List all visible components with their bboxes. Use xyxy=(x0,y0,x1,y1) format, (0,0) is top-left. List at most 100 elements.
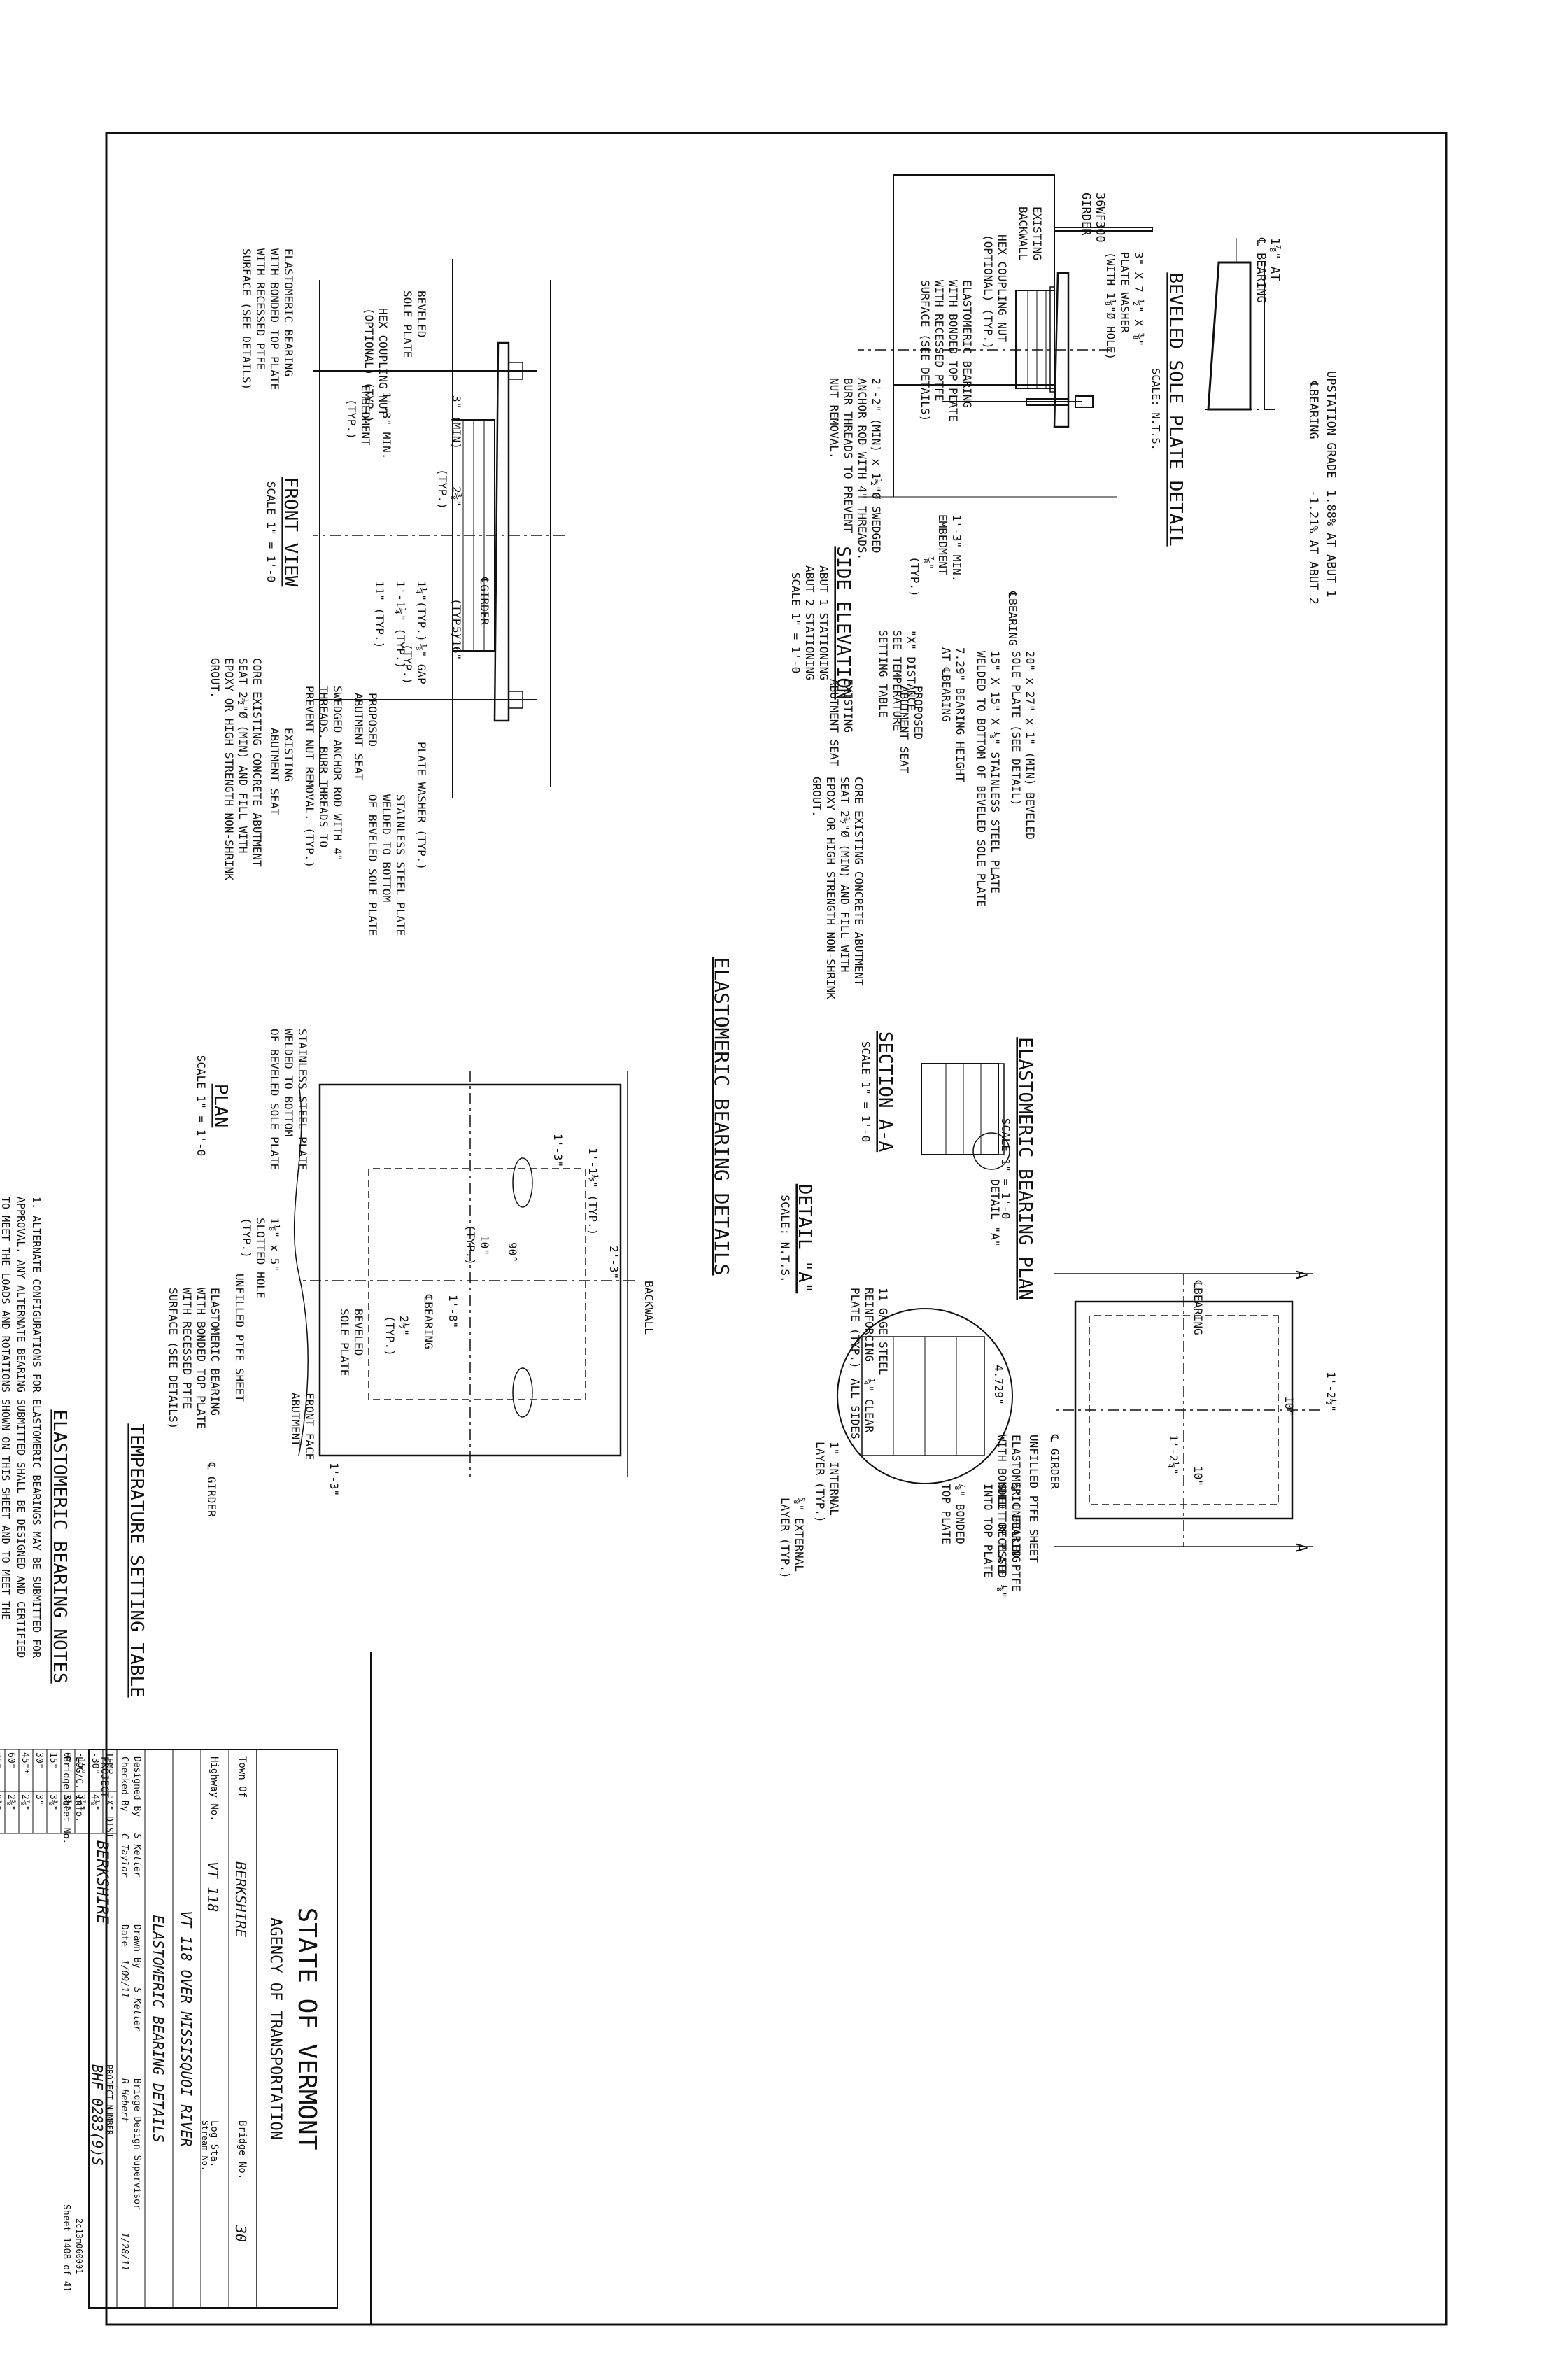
front-el-1: ELASTOMERIC BEARING xyxy=(282,248,295,376)
bearing-notes: ELASTOMERIC BEARING NOTES 1. ALTERNATE C… xyxy=(0,1197,70,1684)
section-cut-a-2: A xyxy=(1292,1543,1309,1552)
plan-title: PLAN xyxy=(210,1084,231,1128)
temp-table-cell: 75° xyxy=(0,1752,2,1768)
section-gage-3: PLATE (TYP.) xyxy=(849,1288,862,1369)
front-prop-1: PROPOSED xyxy=(366,693,379,747)
side-height-2: AT ℄BEARING xyxy=(940,647,953,722)
title-sheet-title: ELASTOMERIC BEARING DETAILS xyxy=(150,1915,167,2142)
front-min: 1'-3" MIN. xyxy=(380,392,393,459)
side-rod-4: NUT REMOVAL. xyxy=(828,378,841,459)
front-view: BEVELED SOLE PLATE HEX COUPLING NUT (OPT… xyxy=(208,248,565,936)
plan-ss-3: OF BEVELED SOLE PLATE xyxy=(268,1029,281,1170)
side-sole-2: SOLE PLATE (SEE DETAIL) xyxy=(1010,651,1023,806)
side-rod-3: BURR THREADS TO PREVENT xyxy=(842,378,855,533)
title-bridge-no-label: Bridge No. xyxy=(236,2120,248,2179)
front-5-16: 5/16" xyxy=(450,626,463,660)
temp-table-cell: 60° xyxy=(6,1752,16,1768)
title-town-label: Town Of xyxy=(236,1756,248,1798)
side-ss-1: 15" X 15" X ⅛" STAINLESS STEEL PLATE xyxy=(989,651,1002,894)
title-super-label: Bridge Design Supervisor xyxy=(132,2078,142,2210)
temp-table-cell: 3⅞" xyxy=(76,1794,86,1810)
front-1-1-4: 1¼"(TYP.) xyxy=(415,581,428,642)
plan-cl-girder: ℄ GIRDER xyxy=(205,1462,218,1517)
front-core-2: SEAT 2½"Ø (MIN) AND FILL WITH xyxy=(236,658,250,853)
front-sole-plate: SOLE PLATE xyxy=(401,290,414,358)
front-ss-3: OF BEVELED SOLE PLATE xyxy=(366,794,379,936)
note-line: APPROVAL. ANY ALTERNATE BEARING SUBMITTE… xyxy=(15,1197,27,1658)
plan-angle: 90° xyxy=(506,1242,519,1262)
side-min: 1'-3" MIN. xyxy=(950,514,963,582)
bearing-cl-label: ℄BEARING xyxy=(1306,381,1320,439)
temp-table-header: "X" DIST xyxy=(104,1794,114,1838)
front-1-1-1-4: 1'-1¼" (TYP.) xyxy=(394,581,407,668)
section-a-a: DETAIL "A" SECTION A-A SCALE 1" = 1'-0 1… xyxy=(849,1031,1010,1375)
beveled-detail-title: BEVELED SOLE PLATE DETAIL xyxy=(1165,272,1186,546)
section-a-a-title: SECTION A-A xyxy=(875,1031,896,1153)
title-logic-label: LOG/C. Info. xyxy=(73,1756,84,1822)
title-highway: VT 118 xyxy=(204,1861,221,1912)
front-11: 11" (TYP.) xyxy=(373,581,386,648)
bearing-plan-el-1: ELASTOMERIC BEARING xyxy=(1010,1435,1023,1563)
grade-abut-1: 1.88% AT ABUT 1 xyxy=(1324,490,1338,598)
plan-bev-1: BEVELED xyxy=(352,1309,365,1356)
plan-1-3b: 1'-3" xyxy=(327,1463,341,1496)
side-elevation: 36WF300 GIRDER 3" X 7 ½" X ⅜" PLATE WASH… xyxy=(789,174,1153,999)
upstation-grade-label: UPSTATION GRADE xyxy=(1324,371,1338,479)
bearing-plan-1-2-1-2: 1'-2½" xyxy=(1324,1372,1338,1412)
plan-slot-2: SLOTTED HOLE xyxy=(254,1218,267,1299)
side-rod-2: ANCHOR ROD WITH 4" THREADS. xyxy=(856,378,869,560)
plan-bev-2: SOLE PLATE xyxy=(338,1309,351,1376)
elastomeric-bearing-details-title: ELASTOMERIC BEARING DETAILS xyxy=(710,957,733,1275)
beveled-sole-plate-detail: UPSTATION GRADE ℄BEARING 1.88% AT ABUT 1… xyxy=(1150,237,1338,605)
temp-table-cell: 4⅛" xyxy=(90,1794,100,1810)
side-hex-1: HEX COUPLING NUT xyxy=(996,234,1009,342)
front-sw-3: PREVENT NUT REMOVAL. (TYP.) xyxy=(303,686,316,868)
side-36wf300: 36WF300 xyxy=(1093,192,1107,243)
plan-ptfe: UNFILLED PTFE SHEET xyxy=(233,1274,246,1402)
bearing-plan-10: 10" xyxy=(1282,1396,1296,1416)
bearing-plan-scale: SCALE 1" = 1'-0 xyxy=(999,1118,1012,1220)
bearing-plan-cl-girder: ℄ GIRDER xyxy=(1048,1434,1061,1489)
detail-ext-2: LAYER (TYP.) xyxy=(779,1498,792,1579)
title-highway-label: Highway No. xyxy=(208,1756,220,1822)
bearing-plan-title: ELASTOMERIC BEARING PLAN xyxy=(1014,1037,1035,1300)
plan-ss-2: WELDED TO BOTTOM xyxy=(282,1029,295,1136)
temp-table-cell: 3" xyxy=(34,1794,44,1805)
side-temp-3: SETTING TABLE xyxy=(877,630,890,717)
bearing-plan-10b: 10" xyxy=(1191,1466,1205,1486)
front-embed-2: (TYP.) xyxy=(345,399,358,439)
front-prop-2: ABUTMENT SEAT xyxy=(352,693,365,781)
side-proposed: PROPOSED xyxy=(912,686,925,740)
side-plate-washer-1: 3" X 7 ½" X ⅜" xyxy=(1132,252,1145,346)
front-3-min: 3" (MIN) xyxy=(450,395,463,449)
title-designed-label: Designed By xyxy=(132,1756,142,1817)
temp-table-cell: -30° xyxy=(90,1752,100,1774)
title-project-town: BERKSHIRE xyxy=(93,1840,111,1924)
detail-ptfe-3: INTO TOP PLATE xyxy=(982,1484,995,1578)
temp-table-header: TEMP xyxy=(104,1752,114,1774)
plan-1-8: 1'-8" xyxy=(446,1295,460,1328)
side-plate-washer-3: (WITH 1⅛"Ø HOLE) xyxy=(1104,252,1117,360)
front-el-3: WITH RECESSED PTFE xyxy=(254,248,267,369)
title-stream-label: Stream No. xyxy=(200,2120,210,2171)
side-elasto-2: WITH BONDED TOP PLATE xyxy=(947,280,960,421)
sheet-border xyxy=(105,132,1448,2326)
plan-el-4: SURFACE (SEE DETAILS) xyxy=(167,1288,180,1429)
bearing-plan-el-2: WITH BONDED TOP PLATE xyxy=(996,1435,1009,1576)
section-gage-1: 11 GAGE STEEL xyxy=(877,1288,890,1375)
temp-table-cell: 30° xyxy=(34,1752,44,1768)
detail-4729: 4.729" xyxy=(992,1365,1005,1405)
side-ss-2: WELDED TO BOTTOM OF BEVELED SOLE PLATE xyxy=(975,651,988,907)
front-el-2: WITH BONDED TOP PLATE xyxy=(268,248,281,390)
title-drawn: S Keller xyxy=(132,1987,142,2032)
title-checked: C Taylor xyxy=(119,1833,129,1878)
front-hex-1: HEX COUPLING NUT xyxy=(376,308,390,416)
side-existing: EXISTING xyxy=(1031,206,1044,260)
side-cl-bearing: ℄BEARING xyxy=(1006,591,1019,646)
temp-table-cell: 2⅝" xyxy=(6,1794,16,1810)
front-hex-2: (OPTIONAL) (TYP.) xyxy=(362,308,376,423)
plan-2-1-2: 2½" xyxy=(397,1316,411,1336)
side-temp-2: SEE TEMPERATURE xyxy=(891,630,904,731)
front-typ-2: (TYP.) xyxy=(450,598,463,639)
